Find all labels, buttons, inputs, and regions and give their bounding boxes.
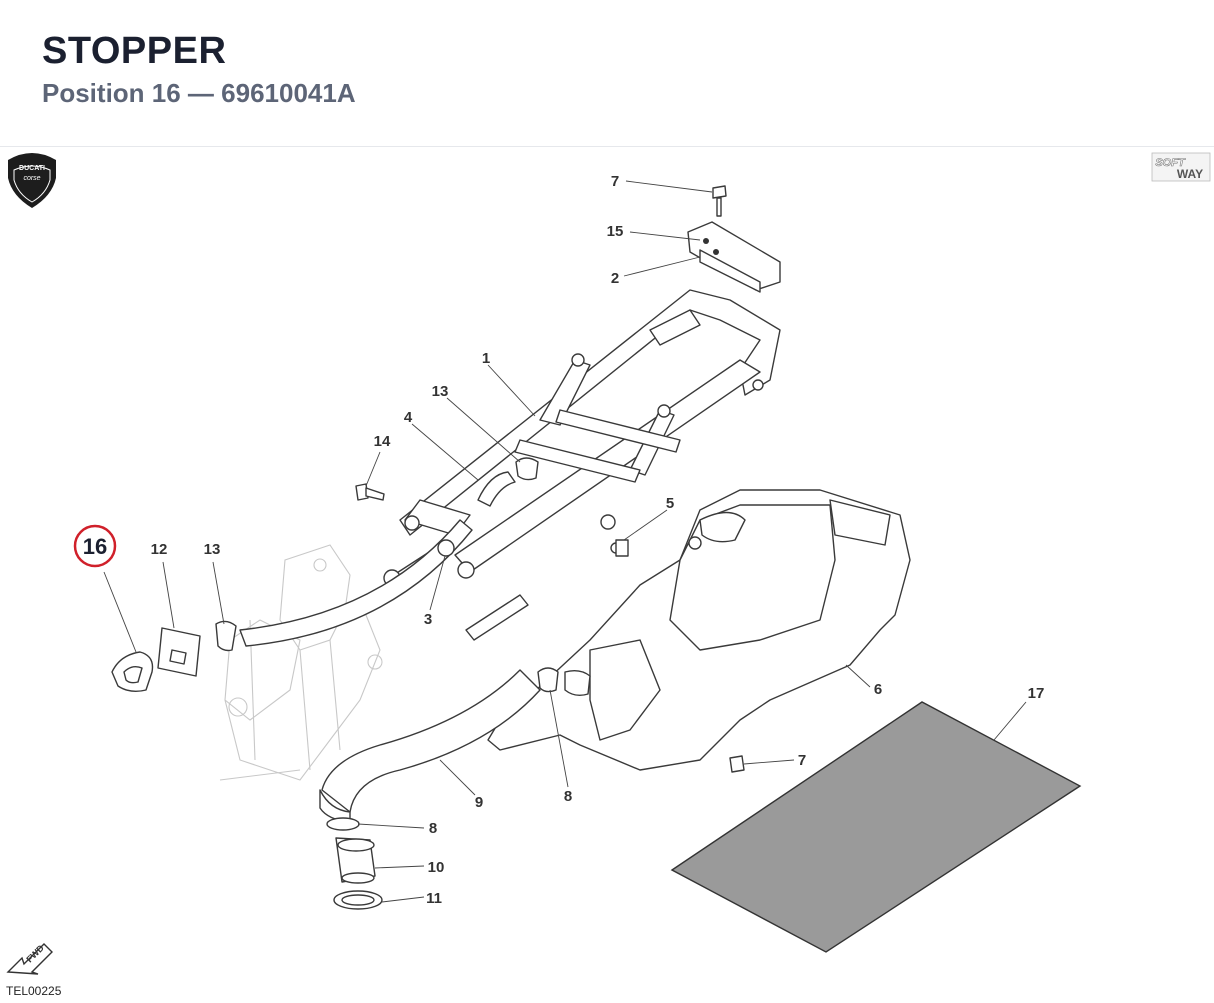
bolt-top [712, 185, 727, 217]
callout-13-upper: 13 [432, 383, 449, 400]
leader-lines [103, 180, 1027, 903]
ducati-corse-logo: DUCATI corse [8, 153, 56, 208]
softway-logo: SOFT WAY [1151, 152, 1211, 182]
callout-4: 4 [404, 409, 413, 426]
callout-17: 17 [1028, 685, 1045, 702]
clamp-lower [326, 817, 360, 831]
callout-3: 3 [424, 611, 432, 628]
callout-14: 14 [374, 433, 391, 450]
corse-logo-text: corse [23, 175, 40, 182]
callout-1: 1 [482, 350, 490, 367]
clip-part-left [215, 620, 237, 652]
rear-subframe [383, 289, 781, 641]
callout-6: 6 [874, 681, 882, 698]
top-bracket [687, 221, 781, 293]
fwd-arrow-icon: FWD [6, 942, 53, 975]
highlight-callout-16[interactable]: 16 [73, 524, 117, 568]
header-divider [0, 146, 1214, 147]
stopper-part [111, 651, 154, 693]
drawing-reference: TEL00225 [6, 984, 62, 998]
mat-17 [670, 701, 1082, 953]
bushing-3 [437, 539, 455, 557]
callout-15: 15 [607, 223, 624, 240]
bolt-14 [355, 483, 385, 501]
engine-outline-faint [219, 544, 383, 781]
callouts: 7 15 2 1 13 4 14 5 12 13 3 6 17 7 9 8 8 … [151, 173, 1045, 907]
clip-part-upper [515, 457, 539, 481]
page-title: STOPPER [42, 30, 227, 72]
callout-8-lower: 8 [429, 820, 437, 837]
ducati-logo-text: DUCATI [19, 165, 45, 172]
callout-13-left: 13 [204, 541, 221, 558]
callout-8-upper: 8 [564, 788, 572, 805]
callout-12: 12 [151, 541, 168, 558]
pad-part [157, 627, 201, 677]
hose-4 [477, 471, 516, 507]
callout-2: 2 [611, 270, 619, 287]
callout-5: 5 [666, 495, 674, 512]
lower-hose [319, 669, 541, 823]
clamp-upper [537, 667, 559, 693]
page-subtitle: Position 16 — 69610041A [42, 78, 356, 108]
seal-ring [333, 890, 383, 910]
callout-10: 10 [428, 859, 445, 876]
filler-neck [335, 837, 376, 884]
callout-9: 9 [475, 794, 483, 811]
fuel-tank [487, 489, 911, 771]
highlight-callout-label: 16 [83, 534, 107, 559]
callout-7-top: 7 [611, 173, 619, 190]
softway-logo-text-2: WAY [1177, 167, 1203, 181]
bolt-lower [729, 755, 745, 773]
drain-tube [239, 519, 473, 647]
callout-7-lower: 7 [798, 752, 806, 769]
callout-11: 11 [426, 890, 442, 907]
softway-logo-text-1: SOFT [1155, 157, 1186, 169]
fitting-5 [615, 539, 629, 557]
